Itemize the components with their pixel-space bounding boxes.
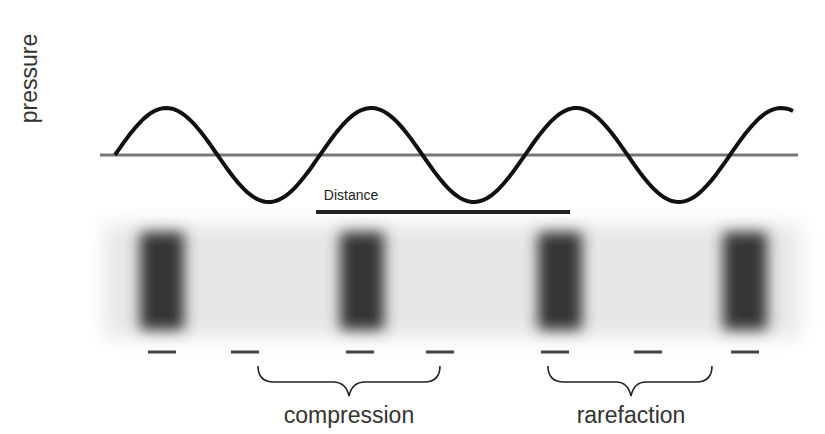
position-mark xyxy=(634,351,662,354)
rarefaction-brace xyxy=(548,366,712,396)
position-mark xyxy=(148,351,176,354)
compression-band xyxy=(538,232,582,330)
position-marks xyxy=(148,351,759,354)
position-mark xyxy=(731,351,759,354)
sine-wave xyxy=(115,108,793,202)
position-mark xyxy=(346,351,374,354)
axis-label: pressure xyxy=(19,33,42,122)
compression-band xyxy=(340,232,384,330)
compression-brace xyxy=(258,366,440,396)
position-mark xyxy=(231,351,259,354)
compression-band xyxy=(140,232,184,330)
rarefaction-label: rarefaction xyxy=(577,404,686,427)
compression-bands xyxy=(140,232,767,330)
compression-band xyxy=(723,232,767,330)
position-mark xyxy=(426,351,454,354)
medium-ground xyxy=(105,225,800,337)
distance-bar xyxy=(316,210,570,214)
compression-label: compression xyxy=(284,404,414,427)
distance-label: Distance xyxy=(322,188,380,202)
axis-line xyxy=(100,154,798,157)
position-mark xyxy=(541,351,569,354)
